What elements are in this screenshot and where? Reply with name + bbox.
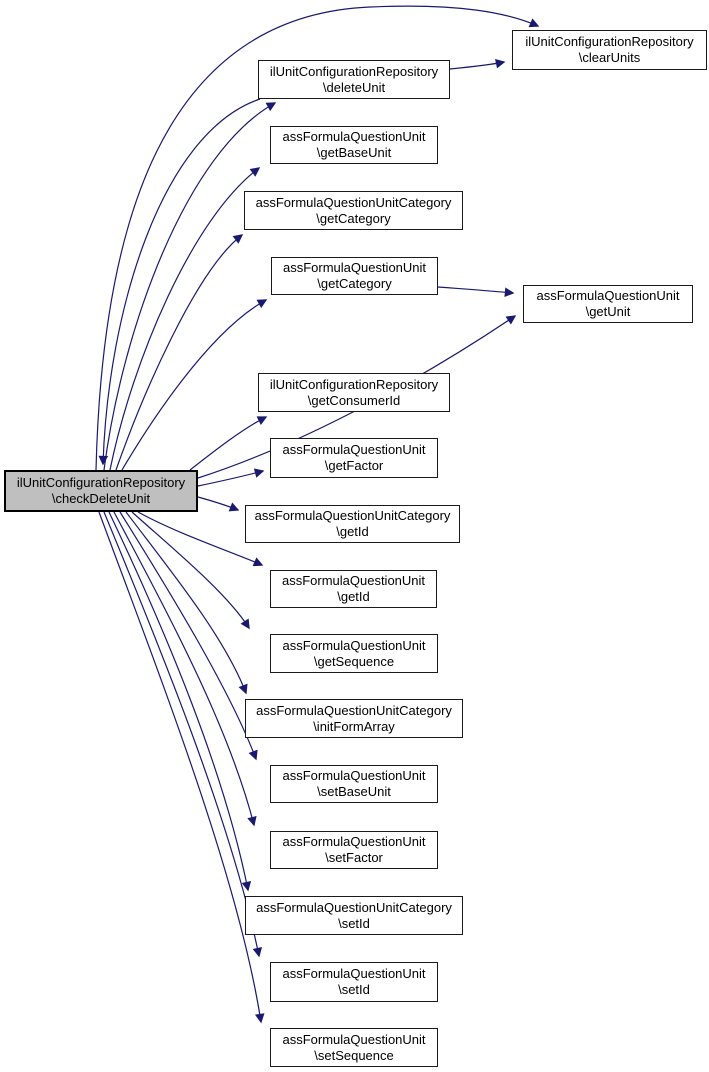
node-class-name: assFormulaQuestionUnitCategory <box>255 194 452 210</box>
node-method-name: \setFactor <box>325 850 383 865</box>
node-unit-get-category[interactable]: assFormulaQuestionUnit \getCategory <box>271 257 438 295</box>
edge-checkDeleteUnit-unitGetCategory <box>121 299 268 471</box>
node-class-name: assFormulaQuestionUnitCategory <box>256 702 452 718</box>
node-get-unit[interactable]: assFormulaQuestionUnit \getUnit <box>523 285 693 323</box>
node-method-name: \getFactor <box>324 458 384 473</box>
edge-checkDeleteUnit-initFormArray <box>125 511 248 695</box>
node-clear-units[interactable]: ilUnitConfigurationRepository \clearUnit… <box>512 30 707 70</box>
node-get-sequence[interactable]: assFormulaQuestionUnit \getSequence <box>270 634 438 673</box>
node-unit-get-id[interactable]: assFormulaQuestionUnit \getId <box>270 570 437 608</box>
node-class-name: assFormulaQuestionUnit <box>282 768 426 783</box>
node-delete-unit[interactable]: ilUnitConfigurationRepository \deleteUni… <box>258 60 450 99</box>
node-class-name: assFormulaQuestionUnit <box>281 573 426 588</box>
node-method-name: \setSequence <box>314 1047 394 1063</box>
node-class-name: assFormulaQuestionUnit <box>282 442 426 457</box>
node-set-sequence[interactable]: assFormulaQuestionUnit \setSequence <box>270 1028 438 1067</box>
node-set-factor[interactable]: assFormulaQuestionUnit \setFactor <box>270 831 438 869</box>
node-class-name: ilUnitConfigurationRepository <box>16 475 186 490</box>
node-method-name: \getSequence <box>313 653 395 669</box>
node-method-name: \setId <box>338 915 370 931</box>
edge-checkDeleteUnit-getBaseUnit <box>109 167 261 471</box>
edge-checkDeleteUnit-getFactor <box>197 468 265 487</box>
node-class-name: assFormulaQuestionUnit <box>536 288 680 303</box>
node-class-name: ilUnitConfigurationRepository <box>269 376 439 392</box>
node-class-name: assFormulaQuestionUnit <box>282 1031 426 1047</box>
edge-deleteUnit-clearUnits <box>449 59 506 70</box>
edge-checkDeleteUnit-unitGetId <box>137 511 264 567</box>
node-class-name: assFormulaQuestionUnit <box>282 260 427 275</box>
edge-checkDeleteUnit-setSequence <box>98 511 265 1024</box>
edge-checkDeleteUnit-unitSetId <box>103 511 263 958</box>
node-class-name: assFormulaQuestionUnitCategory <box>256 899 452 915</box>
edge-checkDeleteUnit-setFactor <box>113 511 257 827</box>
node-class-name: assFormulaQuestionUnitCategory <box>254 508 451 523</box>
node-check-delete-unit: ilUnitConfigurationRepository \checkDele… <box>4 470 198 512</box>
node-set-base-unit[interactable]: assFormulaQuestionUnit \setBaseUnit <box>270 765 438 803</box>
edge-checkDeleteUnit-getSequence <box>131 511 250 630</box>
node-method-name: \clearUnits <box>578 50 641 65</box>
node-class-name: ilUnitConfigurationRepository <box>269 63 439 79</box>
node-class-name: assFormulaQuestionUnit <box>282 637 426 653</box>
node-method-name: \getId <box>337 589 370 604</box>
node-class-name: assFormulaQuestionUnit <box>282 129 426 144</box>
node-method-name: \deleteUnit <box>322 79 386 95</box>
edge-checkDeleteUnit-catGetId <box>197 496 240 512</box>
node-unit-set-id[interactable]: assFormulaQuestionUnit \setId <box>270 962 438 1002</box>
node-get-base-unit[interactable]: assFormulaQuestionUnit \getBaseUnit <box>270 126 438 164</box>
node-method-name: \getBaseUnit <box>316 145 392 160</box>
node-get-factor[interactable]: assFormulaQuestionUnit \getFactor <box>270 438 438 478</box>
node-method-name: \getConsumerId <box>307 392 401 408</box>
edge-deleteUnit-checkDeleteUnit <box>98 98 261 466</box>
edge-checkDeleteUnit-catGetCategory <box>115 234 244 471</box>
node-method-name: \getCategory <box>316 210 391 226</box>
edge-unitGetCategory-getUnit <box>437 286 515 298</box>
node-method-name: \getCategory <box>317 276 392 291</box>
node-method-name: \getUnit <box>585 304 631 319</box>
node-method-name: \checkDeleteUnit <box>51 491 151 506</box>
edge-checkDeleteUnit-deleteUnit <box>103 102 277 471</box>
node-method-name: \setBaseUnit <box>317 784 391 799</box>
node-category-set-id[interactable]: assFormulaQuestionUnitCategory \setId <box>245 896 463 935</box>
node-method-name: \setId <box>338 982 370 997</box>
node-class-name: assFormulaQuestionUnit <box>282 834 426 849</box>
edge-checkDeleteUnit-setBaseUnit <box>119 511 258 761</box>
edge-checkDeleteUnit-catSetId <box>108 511 252 892</box>
node-category-get-id[interactable]: assFormulaQuestionUnitCategory \getId <box>245 505 460 543</box>
node-method-name: \getId <box>336 524 369 539</box>
node-method-name: \initFormArray <box>313 718 395 734</box>
node-class-name: assFormulaQuestionUnit <box>282 966 426 981</box>
node-class-name: ilUnitConfigurationRepository <box>525 34 694 49</box>
node-category-get-category[interactable]: assFormulaQuestionUnitCategory \getCateg… <box>244 191 463 230</box>
edge-checkDeleteUnit-getConsumerId <box>189 416 268 471</box>
edge-checkDeleteUnit-clearUnits <box>95 5 540 471</box>
node-init-form-array[interactable]: assFormulaQuestionUnitCategory \initForm… <box>245 699 463 738</box>
node-get-consumer-id[interactable]: ilUnitConfigurationRepository \getConsum… <box>258 373 450 412</box>
